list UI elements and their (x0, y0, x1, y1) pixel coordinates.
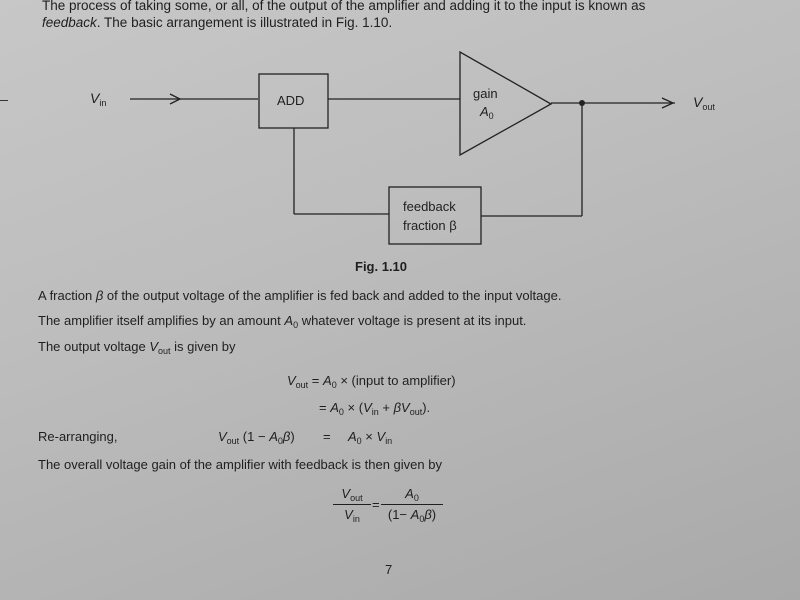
gain-symbol: A0 (480, 104, 494, 121)
body-line-3: The output voltage Vout is given by (38, 339, 236, 356)
intro-text-1: The process of taking some, or all, of t… (42, 0, 646, 13)
gain-label: gain (473, 86, 498, 101)
intro-line-1: The process of taking some, or all, of t… (42, 0, 645, 13)
input-arrowhead (169, 93, 182, 105)
vin-label: Vin (90, 90, 107, 108)
junction-dot (579, 100, 585, 106)
rearranged-rhs: A0 × Vin (348, 429, 393, 446)
rearranged-equals: = (323, 429, 331, 444)
fraction-vout-vin: Vout Vin (333, 486, 371, 524)
feedback-label-2: fraction β (403, 218, 457, 233)
feedback-label-1: feedback (403, 199, 456, 214)
vout-label: Vout (693, 94, 715, 112)
add-label: ADD (277, 93, 305, 108)
body-line-2: The amplifier itself amplifies by an amo… (38, 313, 527, 330)
intro-line-2: feedback. The basic arrangement is illus… (42, 15, 392, 30)
output-arrowhead (661, 97, 675, 109)
intro-text-2: . The basic arrangement is illustrated i… (96, 15, 393, 30)
feedback-block-diagram (130, 50, 675, 245)
feedback-term: feedback (42, 15, 97, 30)
feedback-block (388, 186, 482, 245)
amplifier-triangle (459, 50, 553, 157)
fraction-equals: = (372, 497, 380, 512)
rearranging-label: Re-arranging, (38, 429, 118, 444)
fraction-gain-expression: A0 (1− A0β) (381, 486, 443, 524)
margin-mark (0, 100, 8, 101)
page-number: 7 (385, 562, 393, 577)
overall-gain-text: The overall voltage gain of the amplifie… (38, 457, 442, 472)
body-line-1: A fraction β of the output voltage of th… (38, 288, 562, 303)
equation-2: = A0 × (Vin + βVout). (319, 400, 431, 417)
figure-caption: Fig. 1.10 (355, 259, 408, 274)
equation-1: Vout = A0 × (input to amplifier) (287, 373, 456, 390)
rearranged-lhs: Vout (1 − A0β) (218, 429, 295, 446)
